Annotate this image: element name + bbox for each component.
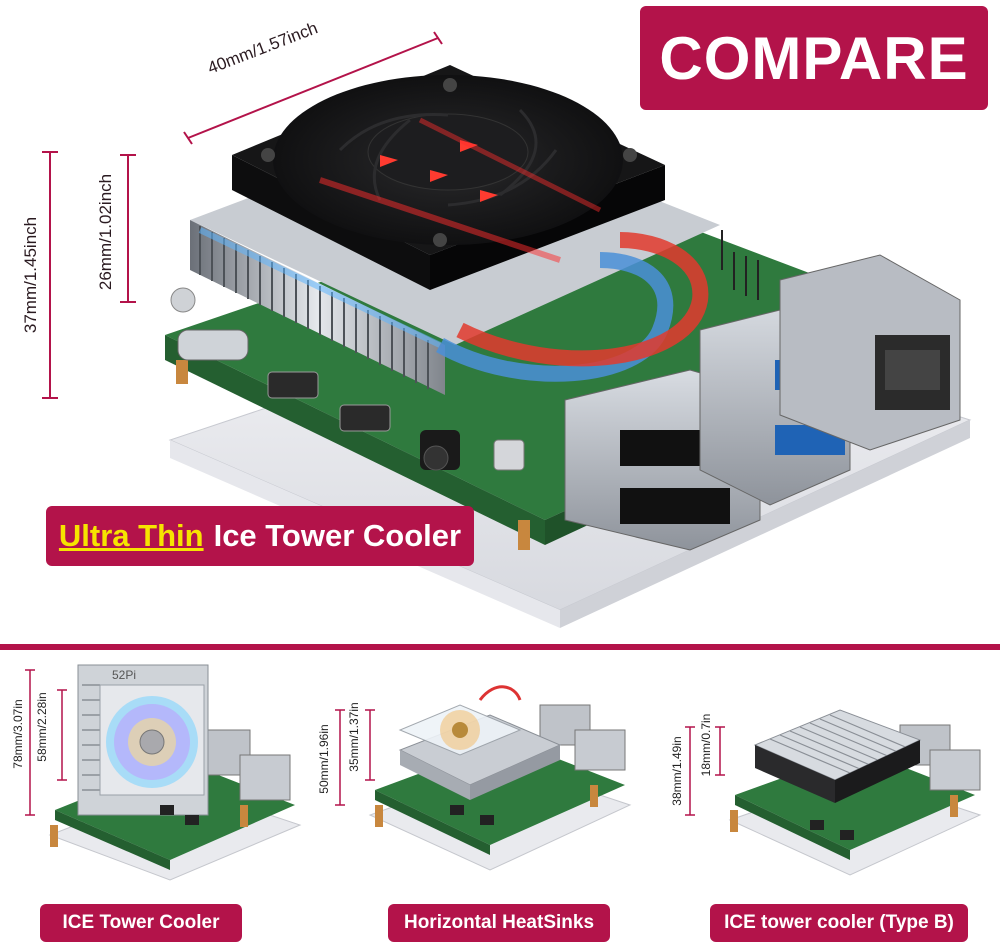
caption-ice-tower-cooler-type-b: ICE tower cooler (Type B) xyxy=(710,904,968,942)
dim-cooler-height-label: 26mm/1.02inch xyxy=(96,173,115,291)
comp2-dim-total: 50mm/1.96in xyxy=(317,724,331,794)
comparison-1-illustration: 52Pi xyxy=(25,664,302,881)
caption-horizontal-heatsinks: Horizontal HeatSinks xyxy=(388,904,610,942)
heat-pipes xyxy=(436,232,709,382)
dim-total-height-label: 37mm/1.45inch xyxy=(21,216,40,334)
main-product-illustration xyxy=(42,31,972,628)
comp1-dim-cooler: 58mm/2.28in xyxy=(35,692,49,762)
title-rest: Ice Tower Cooler xyxy=(213,518,462,553)
section-divider xyxy=(0,644,1000,650)
comparison-2-illustration xyxy=(335,685,632,871)
cooling-fan xyxy=(232,65,665,290)
dimension-lines xyxy=(42,31,443,399)
compare-badge: COMPARE xyxy=(640,6,988,110)
comp1-dim-total: 78mm/3.07in xyxy=(11,699,25,769)
fan-brand-logo: 52Pi xyxy=(112,668,136,682)
comp2-dim-cooler: 35mm/1.37in xyxy=(347,702,361,772)
comparison-3-illustration xyxy=(685,709,982,876)
comp3-dim-cooler: 18mm/0.7in xyxy=(699,713,713,777)
side-ports xyxy=(177,329,525,471)
caption-ice-tower-cooler: ICE Tower Cooler xyxy=(40,904,242,942)
ethernet-port xyxy=(779,254,961,451)
main-product-title: Ultra Thin Ice Tower Cooler xyxy=(46,506,474,566)
comp3-dim-total: 38mm/1.49in xyxy=(670,736,684,806)
gpio-header xyxy=(721,230,759,300)
title-highlight: Ultra Thin xyxy=(58,518,204,553)
